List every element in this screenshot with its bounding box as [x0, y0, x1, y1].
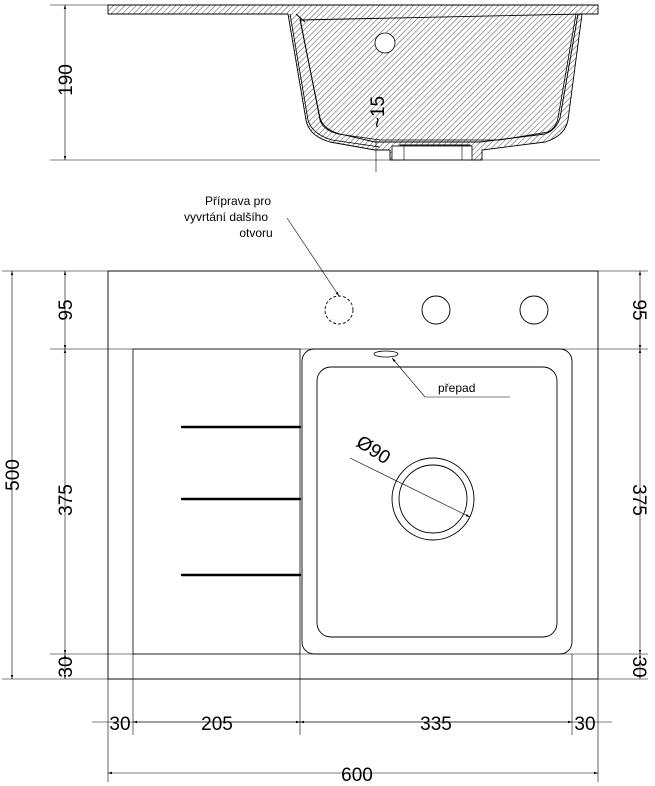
bottom-left-margin-label: 30: [109, 714, 130, 735]
right-bottom-margin-label: 30: [628, 656, 649, 677]
bowl-width-label: 335: [420, 714, 452, 735]
right-bowl-depth-label: 375: [628, 484, 649, 516]
tap-hole: [519, 295, 549, 325]
sink-outline: [107, 270, 599, 680]
section-wall-label: ~15: [368, 96, 389, 128]
optional-hole-note-line2: vyvrtání dalšího: [184, 210, 268, 224]
total-width-label: 600: [341, 765, 373, 786]
section-depth-label: 190: [56, 64, 77, 96]
overflow-label: přepad: [438, 381, 475, 395]
bowl-inner: [316, 366, 558, 638]
sink-section-profile: [107, 4, 599, 161]
section-view: 190 ~15: [50, 4, 600, 172]
left-top-margin-label: 95: [56, 299, 77, 320]
drain-diameter-label: Ø90: [352, 432, 394, 469]
drain-inner: [398, 464, 468, 534]
left-bottom-margin-label: 30: [56, 656, 77, 677]
drainboard-outline: [132, 348, 301, 655]
drain-outer: [391, 457, 475, 541]
plan-view: Příprava pro vyvrtání dalšího otvoru pře…: [2, 194, 649, 786]
bottom-right-margin-label: 30: [574, 714, 595, 735]
bowl-outer: [301, 348, 573, 655]
tap-hole: [421, 295, 451, 325]
faucet-hole-section: [374, 32, 396, 54]
optional-hole-note-line3: otvoru: [239, 226, 272, 240]
total-depth-label: 500: [3, 459, 24, 491]
left-bowl-depth-label: 375: [56, 484, 77, 516]
overflow-slot: [373, 350, 399, 358]
drainboard-width-label: 205: [201, 714, 233, 735]
optional-hole-note-line1: Příprava pro: [205, 194, 271, 208]
optional-tap-hole: [324, 295, 354, 325]
right-top-margin-label: 95: [628, 299, 649, 320]
